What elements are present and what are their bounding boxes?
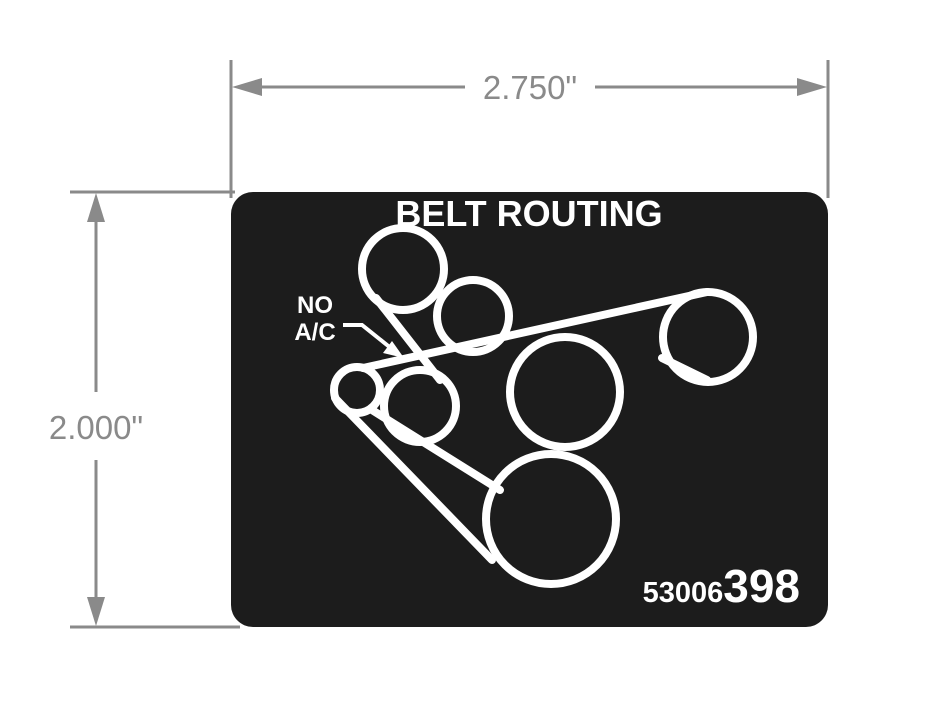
height-dimension-label: 2.000" [49,409,143,446]
pulley-idler-upper [433,276,513,356]
height-dimension: 2.000" [49,190,240,629]
belt-path [331,288,711,564]
note-pointer-arrowhead [383,341,404,358]
pulley-water-pump [506,333,624,451]
part-number-prefix: 53006 [643,577,724,609]
note-pointer-line [343,323,394,351]
width-arrow-left [232,78,262,96]
pulley-alternator [659,288,757,386]
height-arrow-bottom [87,597,105,626]
belt-segment-inner-down [368,406,504,494]
pulleys [330,224,757,588]
pulley-idler-lower [380,366,460,446]
part-number: 53006398 [643,560,800,612]
pulley-power-steering [358,224,448,314]
note-line-1: NO [297,292,333,319]
label-title: BELT ROUTING [395,193,662,234]
pulley-tensioner [330,363,384,417]
width-dimension: 2.750" [229,60,830,198]
part-number-suffix: 398 [723,560,800,612]
width-arrow-right [797,78,827,96]
no-ac-note: NO A/C [294,292,404,358]
note-line-2: A/C [294,319,335,346]
pulley-crankshaft [482,450,620,588]
height-arrow-top [87,193,105,222]
width-dimension-label: 2.750" [483,69,577,106]
belt-segment-left-down [331,394,496,564]
belt-segment-diagonal-upper [372,294,444,384]
